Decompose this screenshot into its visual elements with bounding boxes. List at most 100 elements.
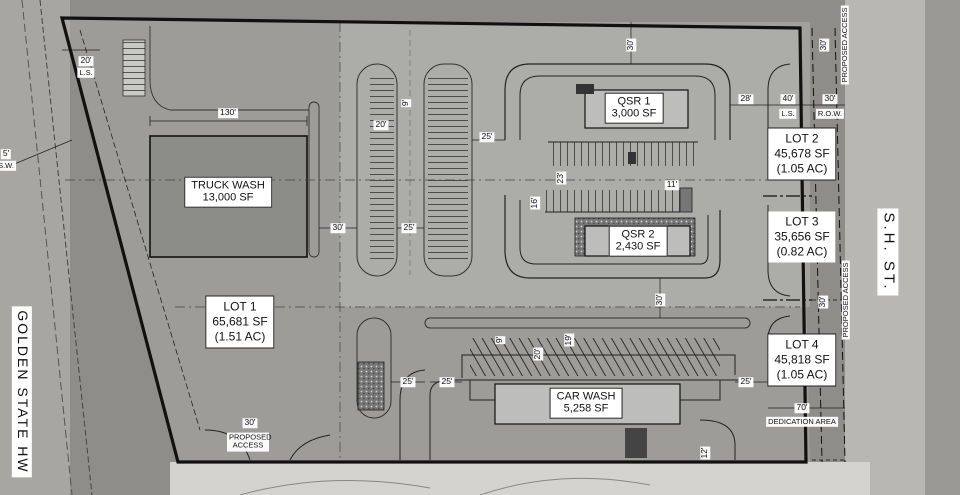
- qsr1-canopy: [576, 84, 594, 94]
- parking-island: [356, 63, 398, 277]
- proposed-access-text: PROPOSED ACCESS: [229, 432, 272, 450]
- dim-30-prop-top: 30': [818, 38, 829, 52]
- car-wash-area: 5,258 SF: [563, 403, 609, 415]
- lot1-name: LOT 1: [223, 299, 257, 314]
- proposed-access-top-label: PROPOSED ACCESS: [839, 5, 850, 85]
- proposed-access-mid-label: PROPOSED ACCESS: [840, 260, 851, 340]
- qsr2-name: QSR 2: [621, 228, 655, 241]
- dim-19: 19': [563, 333, 574, 347]
- south-lot: [170, 462, 870, 495]
- dim-30-mid: 30': [654, 293, 665, 307]
- south-lot-curve: [239, 477, 651, 495]
- dim-20-a: 20': [373, 119, 389, 130]
- qsr1-equipment: [628, 152, 636, 164]
- proposed-access-label: PROPOSED ACCESS: [227, 432, 272, 452]
- lot3-name: LOT 3: [785, 214, 819, 229]
- lot4-acres: (1.05 AC): [776, 367, 828, 382]
- dim-25-b: 25': [401, 222, 417, 233]
- west-highway-label: GOLDEN STATE HW: [12, 306, 32, 478]
- east-street-label: S.H. ST.: [877, 208, 899, 296]
- truck-wash-lane: [308, 101, 320, 258]
- qsr1-label: QSR 1 3,000 SF: [604, 92, 664, 124]
- car-wash-name: CAR WASH: [556, 390, 616, 403]
- qsr2-stalls: [545, 190, 680, 212]
- dim-11: 11': [664, 179, 680, 190]
- parking-island: [423, 63, 473, 277]
- lot2-acres: (1.05 AC): [776, 161, 828, 176]
- qsr1-name: QSR 1: [617, 95, 651, 108]
- dim-9-a: 9': [400, 98, 411, 108]
- dim-5: 5': [0, 148, 12, 159]
- lot4-name: LOT 4: [785, 337, 819, 352]
- dim-70: 70': [794, 402, 810, 413]
- parking-island: [356, 317, 392, 419]
- dim-25-a: 25': [479, 131, 495, 142]
- dim-30-left: 30': [330, 222, 346, 233]
- car-wash-entry: [625, 428, 647, 458]
- dim-20-ls: 20': [78, 55, 94, 66]
- truck-wash-area: 13,000 SF: [202, 192, 254, 204]
- dim-30-access: 30': [242, 417, 258, 428]
- car-wash-exit: [699, 419, 736, 460]
- lot4-area: 45,818 SF: [774, 352, 830, 367]
- dim-25-d: 25': [439, 376, 455, 387]
- dumpster: [679, 187, 693, 213]
- site-boundary-inner: [79, 29, 201, 431]
- car-wash-stalls: [470, 338, 720, 376]
- dim-23: 23': [555, 171, 566, 185]
- lot3-label: LOT 3 35,656 SF (0.82 AC): [768, 211, 836, 263]
- lot1-label: LOT 1 65,681 SF (1.51 AC): [205, 295, 275, 349]
- qsr2-label: QSR 2 2,430 SF: [608, 225, 668, 257]
- highway-edge: [21, 0, 73, 495]
- lot3-area: 35,656 SF: [774, 229, 830, 244]
- qsr1-drive-thru: [504, 63, 731, 140]
- car-wash-label: CAR WASH 5,258 SF: [549, 387, 623, 419]
- qsr1-area: 3,000 SF: [611, 108, 657, 120]
- lot2-area: 45,678 SF: [774, 146, 830, 161]
- dim-25-e: 25': [738, 376, 754, 387]
- row-label: R.O.W.: [815, 108, 845, 120]
- truck-wash-name: TRUCK WASH: [191, 179, 265, 192]
- qsr1-stalls: [548, 142, 698, 166]
- dim-28: 28': [738, 93, 754, 104]
- site-boundary: [59, 16, 808, 464]
- lot-drive: [767, 63, 791, 170]
- qsr1-drive-thru: [519, 75, 716, 140]
- east-road-strip: [925, 0, 960, 495]
- parking-stalls: [370, 78, 394, 264]
- lot2-name: LOT 2: [785, 131, 819, 146]
- dim-30-top: 30': [625, 38, 636, 52]
- landscape-island: [357, 361, 385, 411]
- dedication-area-label: DEDICATION AREA: [766, 416, 838, 428]
- qsr2-area: 2,430 SF: [615, 241, 661, 253]
- parking-stalls: [428, 78, 468, 264]
- truck-lane: [149, 26, 309, 111]
- west-highway: [0, 0, 70, 495]
- sidewalk-label: S.W.: [0, 160, 16, 172]
- access-drive: [289, 434, 331, 461]
- dim-130: 130': [218, 107, 238, 118]
- lot3-acres: (0.82 AC): [776, 244, 828, 259]
- lot2-label: LOT 2 45,678 SF (1.05 AC): [767, 127, 837, 181]
- qsr2-drive-thru: [519, 200, 709, 265]
- lot-drive: [767, 205, 791, 297]
- dim-9-b: 9': [494, 335, 505, 345]
- ls-top-left-label: L.S.: [77, 67, 95, 79]
- drive-aisle: [424, 317, 751, 329]
- dim-40: 40': [780, 93, 796, 104]
- dim-30-prop-mid: 30': [817, 295, 828, 309]
- lot4-label: LOT 4 45,818 SF (1.05 AC): [767, 333, 837, 387]
- ls-label: L.S.: [779, 108, 797, 120]
- truck-wash-label: TRUCK WASH 13,000 SF: [184, 176, 272, 208]
- dim-30-row: 30': [822, 93, 838, 104]
- lot1-acres: (1.51 AC): [214, 329, 266, 344]
- dim-25-c: 25': [400, 376, 416, 387]
- dim-16: 16': [529, 196, 540, 210]
- highway-edge: [39, 0, 93, 495]
- car-wash-lane: [461, 354, 736, 378]
- stall-striping: [123, 40, 145, 96]
- dim-20-b: 20': [532, 347, 543, 361]
- lot1-area: 65,681 SF: [212, 314, 268, 329]
- dim-12: 12': [699, 446, 710, 460]
